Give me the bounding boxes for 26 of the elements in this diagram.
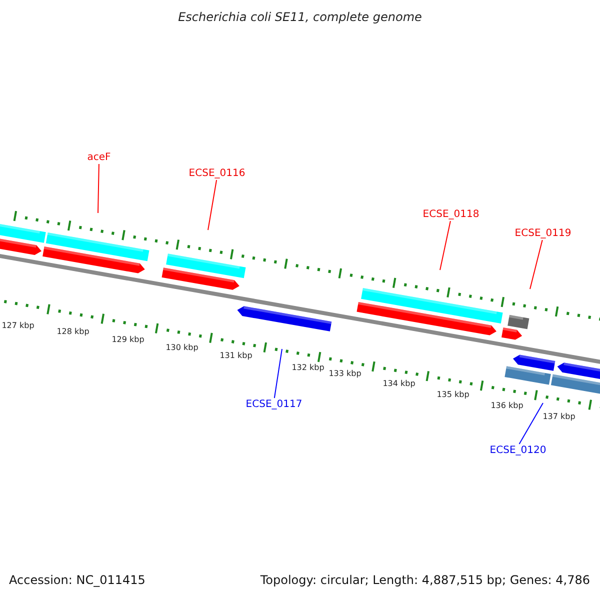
tick-label: 128 kbp [56, 326, 90, 338]
tick-label: 135 kbp [436, 389, 470, 401]
leader-line [530, 240, 543, 290]
tick-label: 127 kbp [2, 320, 34, 332]
leader-line [518, 402, 544, 444]
genome-info-note: Topology: circular; Length: 4,887,515 bp; Genes: 4,786 [260, 574, 590, 587]
leader-line [208, 180, 218, 230]
gene-label: ECSE_0116 [188, 167, 246, 180]
gene-label: ECSE_0119 [514, 227, 572, 240]
tick-label: 130 kbp [166, 342, 198, 354]
tick-label: 132 kbp [292, 362, 324, 374]
gene-label: ECSE_0117 [246, 398, 302, 411]
map-title: Escherichia coli SE11, complete genome [178, 11, 422, 24]
leader-line [274, 348, 282, 398]
gene-label: ECSE_0118 [422, 208, 480, 221]
tick-label: 131 kbp [220, 350, 252, 362]
tick-label: 137 kbp [542, 411, 576, 423]
tick-label: 134 kbp [382, 378, 416, 390]
tick-label: 129 kbp [112, 334, 144, 346]
accession-note: Accession: NC_011415 [9, 574, 146, 587]
gene-label: aceF [87, 151, 111, 164]
leader-line [440, 220, 451, 270]
tick-label: 136 kbp [490, 400, 524, 412]
tick-label: 133 kbp [328, 368, 362, 380]
gene-label: ECSE_0120 [490, 444, 546, 457]
leader-line [98, 164, 100, 214]
